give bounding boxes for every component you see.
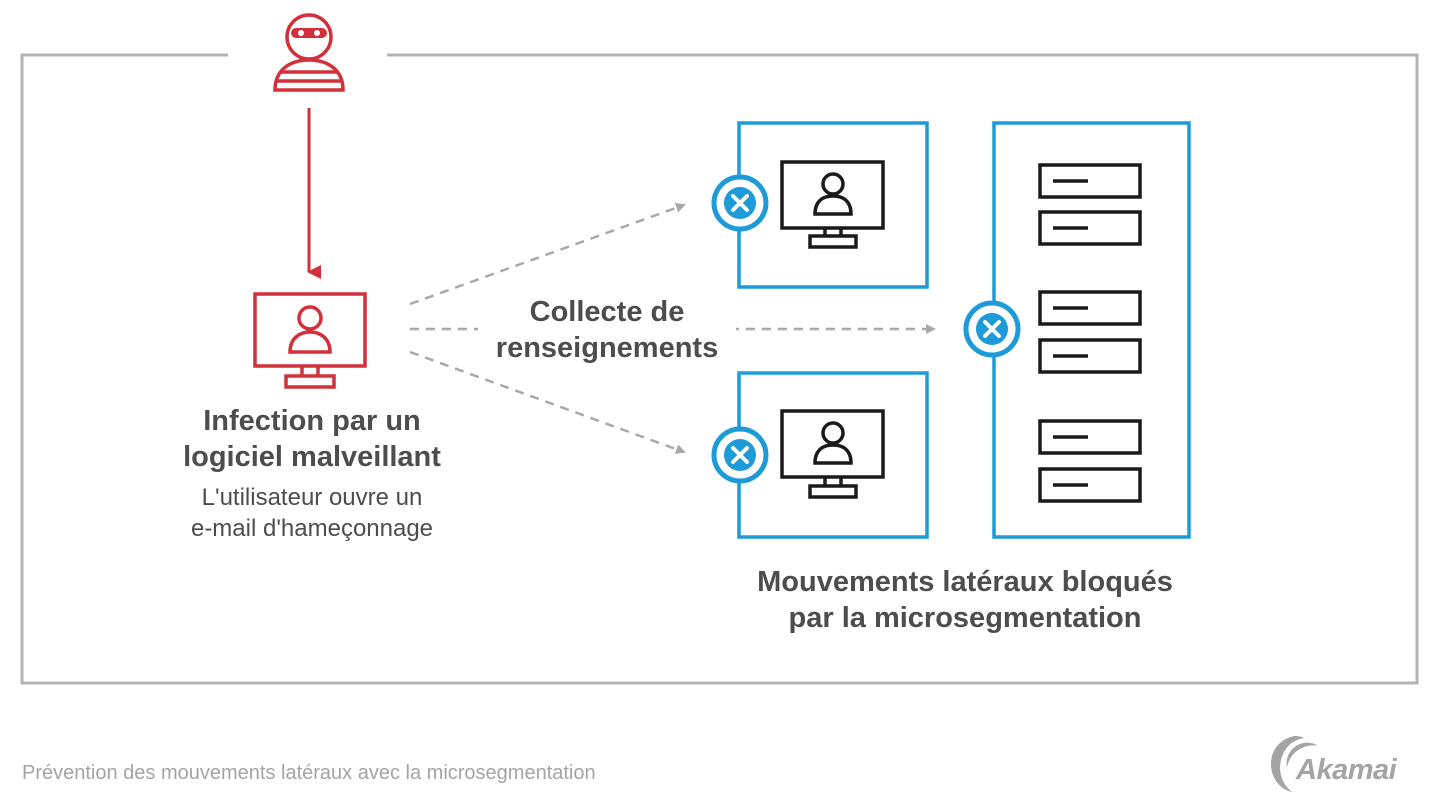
collect-label-line: Collecte de [529, 296, 685, 328]
segment-box-servers [992, 121, 1191, 539]
blocked-x-icon [711, 174, 769, 232]
blocked-label-line: Mouvements latéraux bloqués [757, 566, 1173, 598]
collect-label-line: renseignements [495, 332, 719, 364]
blocked-label: Mouvements latéraux bloqués par la micro… [700, 564, 1230, 636]
akamai-logo: Akamai [1266, 730, 1420, 794]
akamai-wave-icon [1270, 736, 1318, 792]
server-icon [1038, 419, 1142, 503]
infection-description: L'utilisateur ouvre un e-mail d'hameçonn… [150, 482, 474, 544]
collect-arrow-bottom [409, 350, 686, 454]
infected-computer-icon [253, 292, 367, 389]
blocked-label-line: par la microsegmentation [788, 602, 1142, 634]
server-icon [1038, 163, 1142, 246]
computer-icon [780, 409, 885, 499]
infection-title-line: logiciel malveillant [183, 441, 441, 473]
logo-text: Akamai [1296, 754, 1397, 786]
outer-frame [20, 53, 1419, 685]
infection-title: Infection par un logiciel malveillant [150, 403, 474, 475]
hacker-icon [273, 13, 345, 92]
infection-description-line: e-mail d'hameçonnage [190, 515, 434, 542]
server-icon [1038, 290, 1142, 374]
collect-arrow-top [409, 203, 686, 306]
collect-label: Collecte de renseignements [478, 294, 736, 366]
blocked-x-icon [963, 300, 1021, 358]
infection-description-line: L'utilisateur ouvre un [201, 484, 423, 511]
footer-caption: Prévention des mouvements latéraux avec … [22, 762, 596, 784]
infection-title-line: Infection par un [203, 405, 421, 437]
computer-icon [780, 160, 885, 249]
blocked-x-icon [711, 426, 769, 484]
